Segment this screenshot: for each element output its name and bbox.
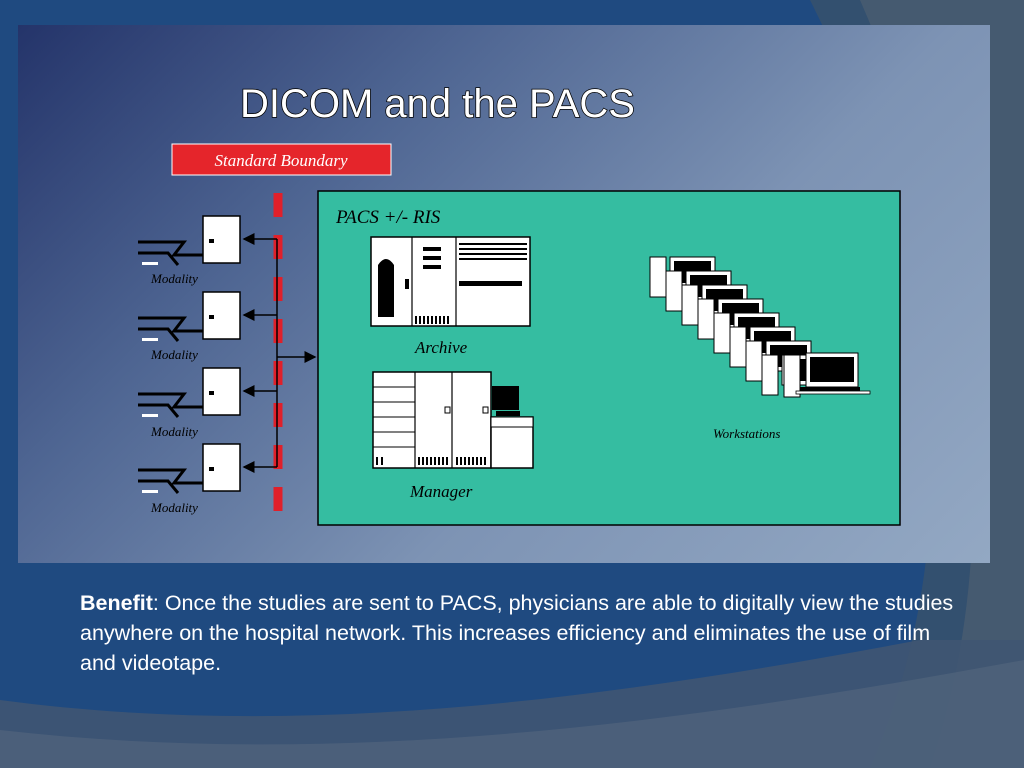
benefit-label: Benefit <box>80 591 153 615</box>
workstations-label: Workstations <box>713 426 780 441</box>
boundary-label: Standard Boundary <box>214 151 347 170</box>
modality-label-4: Modality <box>150 500 198 515</box>
pacs-diagram-image: DICOM and the PACS Standard Boundary Mod… <box>18 25 990 563</box>
benefit-text: : Once the studies are sent to PACS, phy… <box>80 591 954 675</box>
modality-label-2: Modality <box>150 347 198 362</box>
slide-title: DICOM and the PACS <box>240 82 635 126</box>
workstations-group <box>649 256 871 398</box>
manager-label: Manager <box>409 482 473 501</box>
archive-label: Archive <box>414 338 468 357</box>
modality-device-3: Modality <box>138 367 241 439</box>
benefit-caption: Benefit: Once the studies are sent to PA… <box>80 588 970 678</box>
modality-device-1: Modality <box>138 215 241 286</box>
archive-device <box>370 236 531 327</box>
workstation-9 <box>783 352 871 398</box>
modality-device-2: Modality <box>138 291 241 362</box>
manager-device <box>372 371 534 469</box>
diagram-canvas: DICOM and the PACS Standard Boundary Mod… <box>138 81 901 526</box>
modality-device-4: Modality <box>138 443 241 515</box>
pacs-label: PACS +/- RIS <box>335 207 441 228</box>
boundary-label-box <box>171 143 392 176</box>
modality-label-3: Modality <box>150 424 198 439</box>
modality-label-1: Modality <box>150 271 198 286</box>
